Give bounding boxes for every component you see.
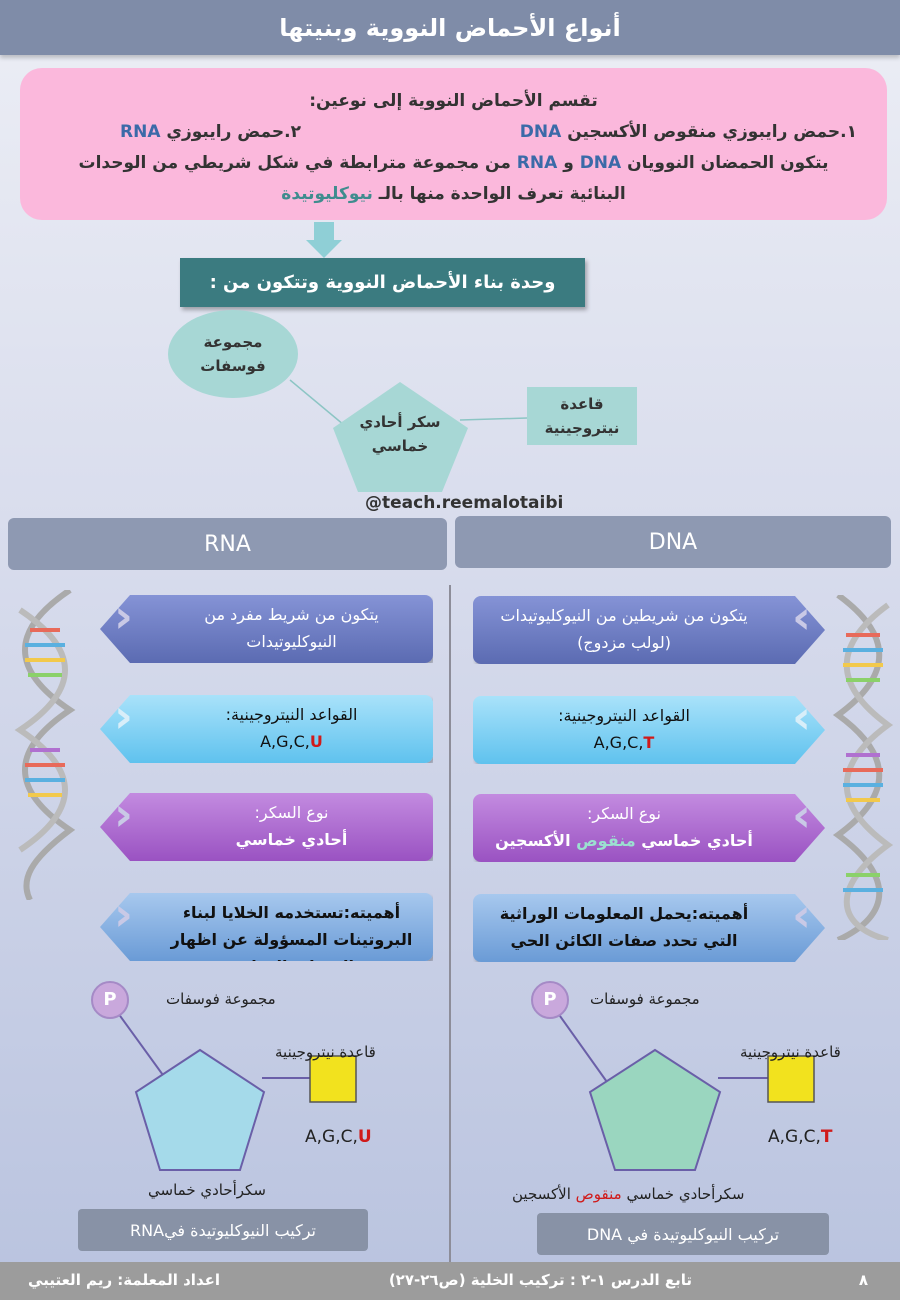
dna-strand-card: ›يتكون من شريطين من النيوكليوتيدات (لولب… [473,596,825,664]
arrow-head-icon [306,240,342,258]
rna-importance-card: ‹أهميته:تستخدمه الخلايا لبناء البروتينات… [100,893,433,961]
rna-header: RNA [8,518,447,570]
sugar-pentagon [333,382,468,492]
chevron-left-icon: ‹ [114,689,133,743]
chevron-left-icon: ‹ [114,887,133,941]
rna-sugar-card: ‹نوع السكر:أحادي خماسي [100,793,433,861]
dna-header: DNA [455,516,891,568]
rna-strand-card: ‹يتكون من شريط مفرد من النيوكليوتيدات [100,595,433,663]
dna-bases: A,G,C,T [768,1127,833,1147]
dna-sugar-pentagon [588,1048,722,1171]
chevron-right-icon: › [792,690,811,744]
dna-sugar-card: ›نوع السكر:أحادي خماسي منقوص الأكسجين [473,794,825,862]
dna-p-label: P [543,989,557,1010]
chevron-right-icon: › [792,590,811,644]
rna-sugar-pentagon [134,1048,266,1171]
rna-phosphate-circle [91,981,129,1019]
rna-base-label: قاعدة نيتروجينية [275,1043,376,1061]
chevron-left-icon: ‹ [114,787,133,841]
author-credit: اعداد المعلمة: ريم العتيبي [28,1271,220,1289]
dna-phosphate-label: مجموعة فوسفات [590,990,700,1008]
intro-types: ١.حمض رايبوزي منقوص الأكسجين DNA ٢.حمض ر… [20,117,887,148]
author-handle: @teach.reemalotaibi [365,493,564,513]
rna-sugar-label: سكرأحادي خماسي [148,1181,266,1199]
dna-caption: تركيب النيوكليوتيدة في DNA [537,1213,829,1255]
chevron-right-icon: › [792,788,811,842]
dna-phosphate-circle [531,981,569,1019]
type1-abbr: DNA [519,122,562,142]
nucleotide-diagrams [91,981,815,1171]
down-arrow-icon [314,222,334,242]
nitrogen-base: قاعدة نيتروجينية [527,387,637,445]
dna-importance-card: ›أهميته:يحمل المعلومات الوراثية التي تحد… [473,894,825,962]
rna-caption: تركيب النيوكليوتيدة فيRNA [78,1209,368,1251]
sugar-label: سكر أحادي خماسي [359,413,441,455]
column-divider [449,585,451,1262]
type2-label: ٢.حمض رايبوزي [166,122,301,142]
phosphate-group: مجموعة فوسفات [168,310,298,398]
unit-banner: وحدة بناء الأحماض النووية وتتكون من : [180,258,585,307]
dna-bases-card: ›القواعد النيتروجينية:A,G,C,T [473,696,825,764]
dna-base-label: قاعدة نيتروجينية [740,1043,841,1061]
rna-base-square [309,1055,357,1103]
rna-bases-card: ‹القواعد النيتروجينية:A,G,C,U [100,695,433,763]
intro-line4: البنائية تعرف الواحدة منها بالـ نيوكليوت… [281,184,626,204]
type1-label: ١.حمض رايبوزي منقوص الأكسجين [567,122,857,142]
dna-helix-icon [832,595,894,940]
chevron-right-icon: › [792,888,811,942]
dna-base-square [767,1055,815,1103]
dna-sugar-label: سكرأحادي خماسي منقوص الأكسجين [512,1185,745,1203]
lesson-info: تابع الدرس ١-٢ : تركيب الخلية (ص٢٦-٢٧) [388,1271,692,1289]
rna-p-label: P [103,989,117,1010]
rna-helix-icon [14,590,76,900]
intro-line3: يتكون الحمضان النوويان DNA و RNA من مجمو… [78,153,829,173]
rna-phosphate-label: مجموعة فوسفات [166,990,276,1008]
footer: ٨ تابع الدرس ١-٢ : تركيب الخلية (ص٢٦-٢٧)… [0,1262,900,1300]
page-title: أنواع الأحماض النووية وبنيتها [0,0,900,55]
type2-abbr: RNA [120,122,161,142]
rna-bases: A,G,C,U [305,1127,372,1147]
unit-connectors [289,379,528,492]
intro-line1: تقسم الأحماض النووية إلى نوعين: [309,91,598,111]
intro-box: تقسم الأحماض النووية إلى نوعين: ١.حمض را… [20,68,887,220]
chevron-left-icon: ‹ [114,589,133,643]
page-number: ٨ [858,1271,868,1289]
